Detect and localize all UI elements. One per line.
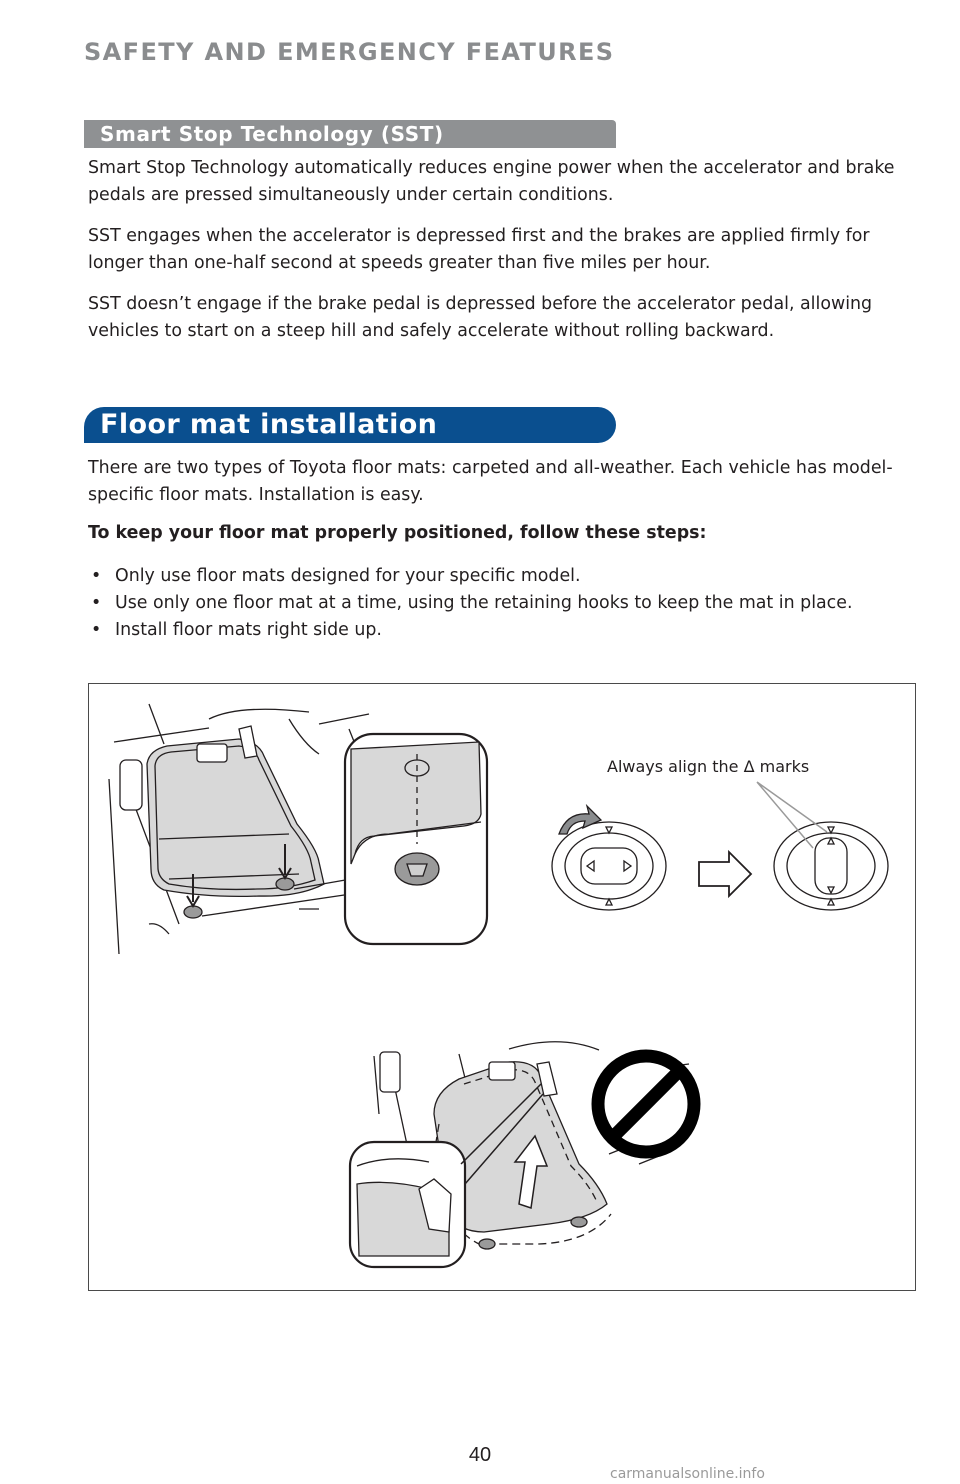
sst-paragraph-1: Smart Stop Technology automatically redu…	[88, 158, 895, 205]
floor-mat-section-banner: Floor mat installation	[84, 407, 616, 443]
steps-heading: To keep your floor mat properly position…	[88, 523, 707, 543]
arrow-right-icon	[698, 849, 753, 899]
bullet-icon: •	[91, 566, 102, 586]
bullet-icon: •	[91, 593, 102, 613]
section-header: SAFETY AND EMERGENCY FEATURES	[84, 38, 615, 66]
step-text: Only use floor mats designed for your sp…	[115, 566, 581, 586]
hook-detail-icon	[343, 732, 489, 946]
step-text: Use only one floor mat at a time, using …	[115, 593, 853, 613]
step-text: Install floor mats right side up.	[115, 620, 382, 640]
list-item: • Use only one floor mat at a time, usin…	[88, 590, 918, 617]
list-item: • Only use floor mats designed for your …	[88, 563, 918, 590]
sst-paragraph-2: SST engages when the accelerator is depr…	[88, 226, 870, 273]
prohibited-icon	[591, 1049, 701, 1159]
floor-mat-banner-title: Floor mat installation	[100, 409, 438, 440]
watermark: carmanualsonline.info	[610, 1466, 765, 1482]
page-number: 40	[468, 1444, 492, 1466]
sst-banner-title: Smart Stop Technology (SST)	[100, 122, 444, 146]
hook-unlocked-icon	[551, 803, 667, 911]
sst-section-banner: Smart Stop Technology (SST)	[84, 120, 616, 148]
floor-mat-illustration: Always align the Δ marks	[88, 683, 916, 1291]
sst-paragraph-3: SST doesn’t engage if the brake pedal is…	[88, 294, 873, 341]
floor-mat-intro: There are two types of Toyota floor mats…	[88, 458, 893, 505]
correct-mat-scene-icon	[108, 703, 370, 955]
illustration-drawing	[108, 703, 889, 1269]
mat-misposition-detail-icon	[348, 1083, 544, 1269]
steps-list: • Only use floor mats designed for your …	[88, 563, 918, 644]
hook-locked-icon	[773, 821, 889, 911]
incorrect-mat-scene-icon	[373, 1041, 690, 1250]
list-item: • Install floor mats right side up.	[88, 617, 918, 644]
bullet-icon: •	[91, 620, 102, 640]
align-marks-callout: Always align the Δ marks	[607, 757, 810, 776]
